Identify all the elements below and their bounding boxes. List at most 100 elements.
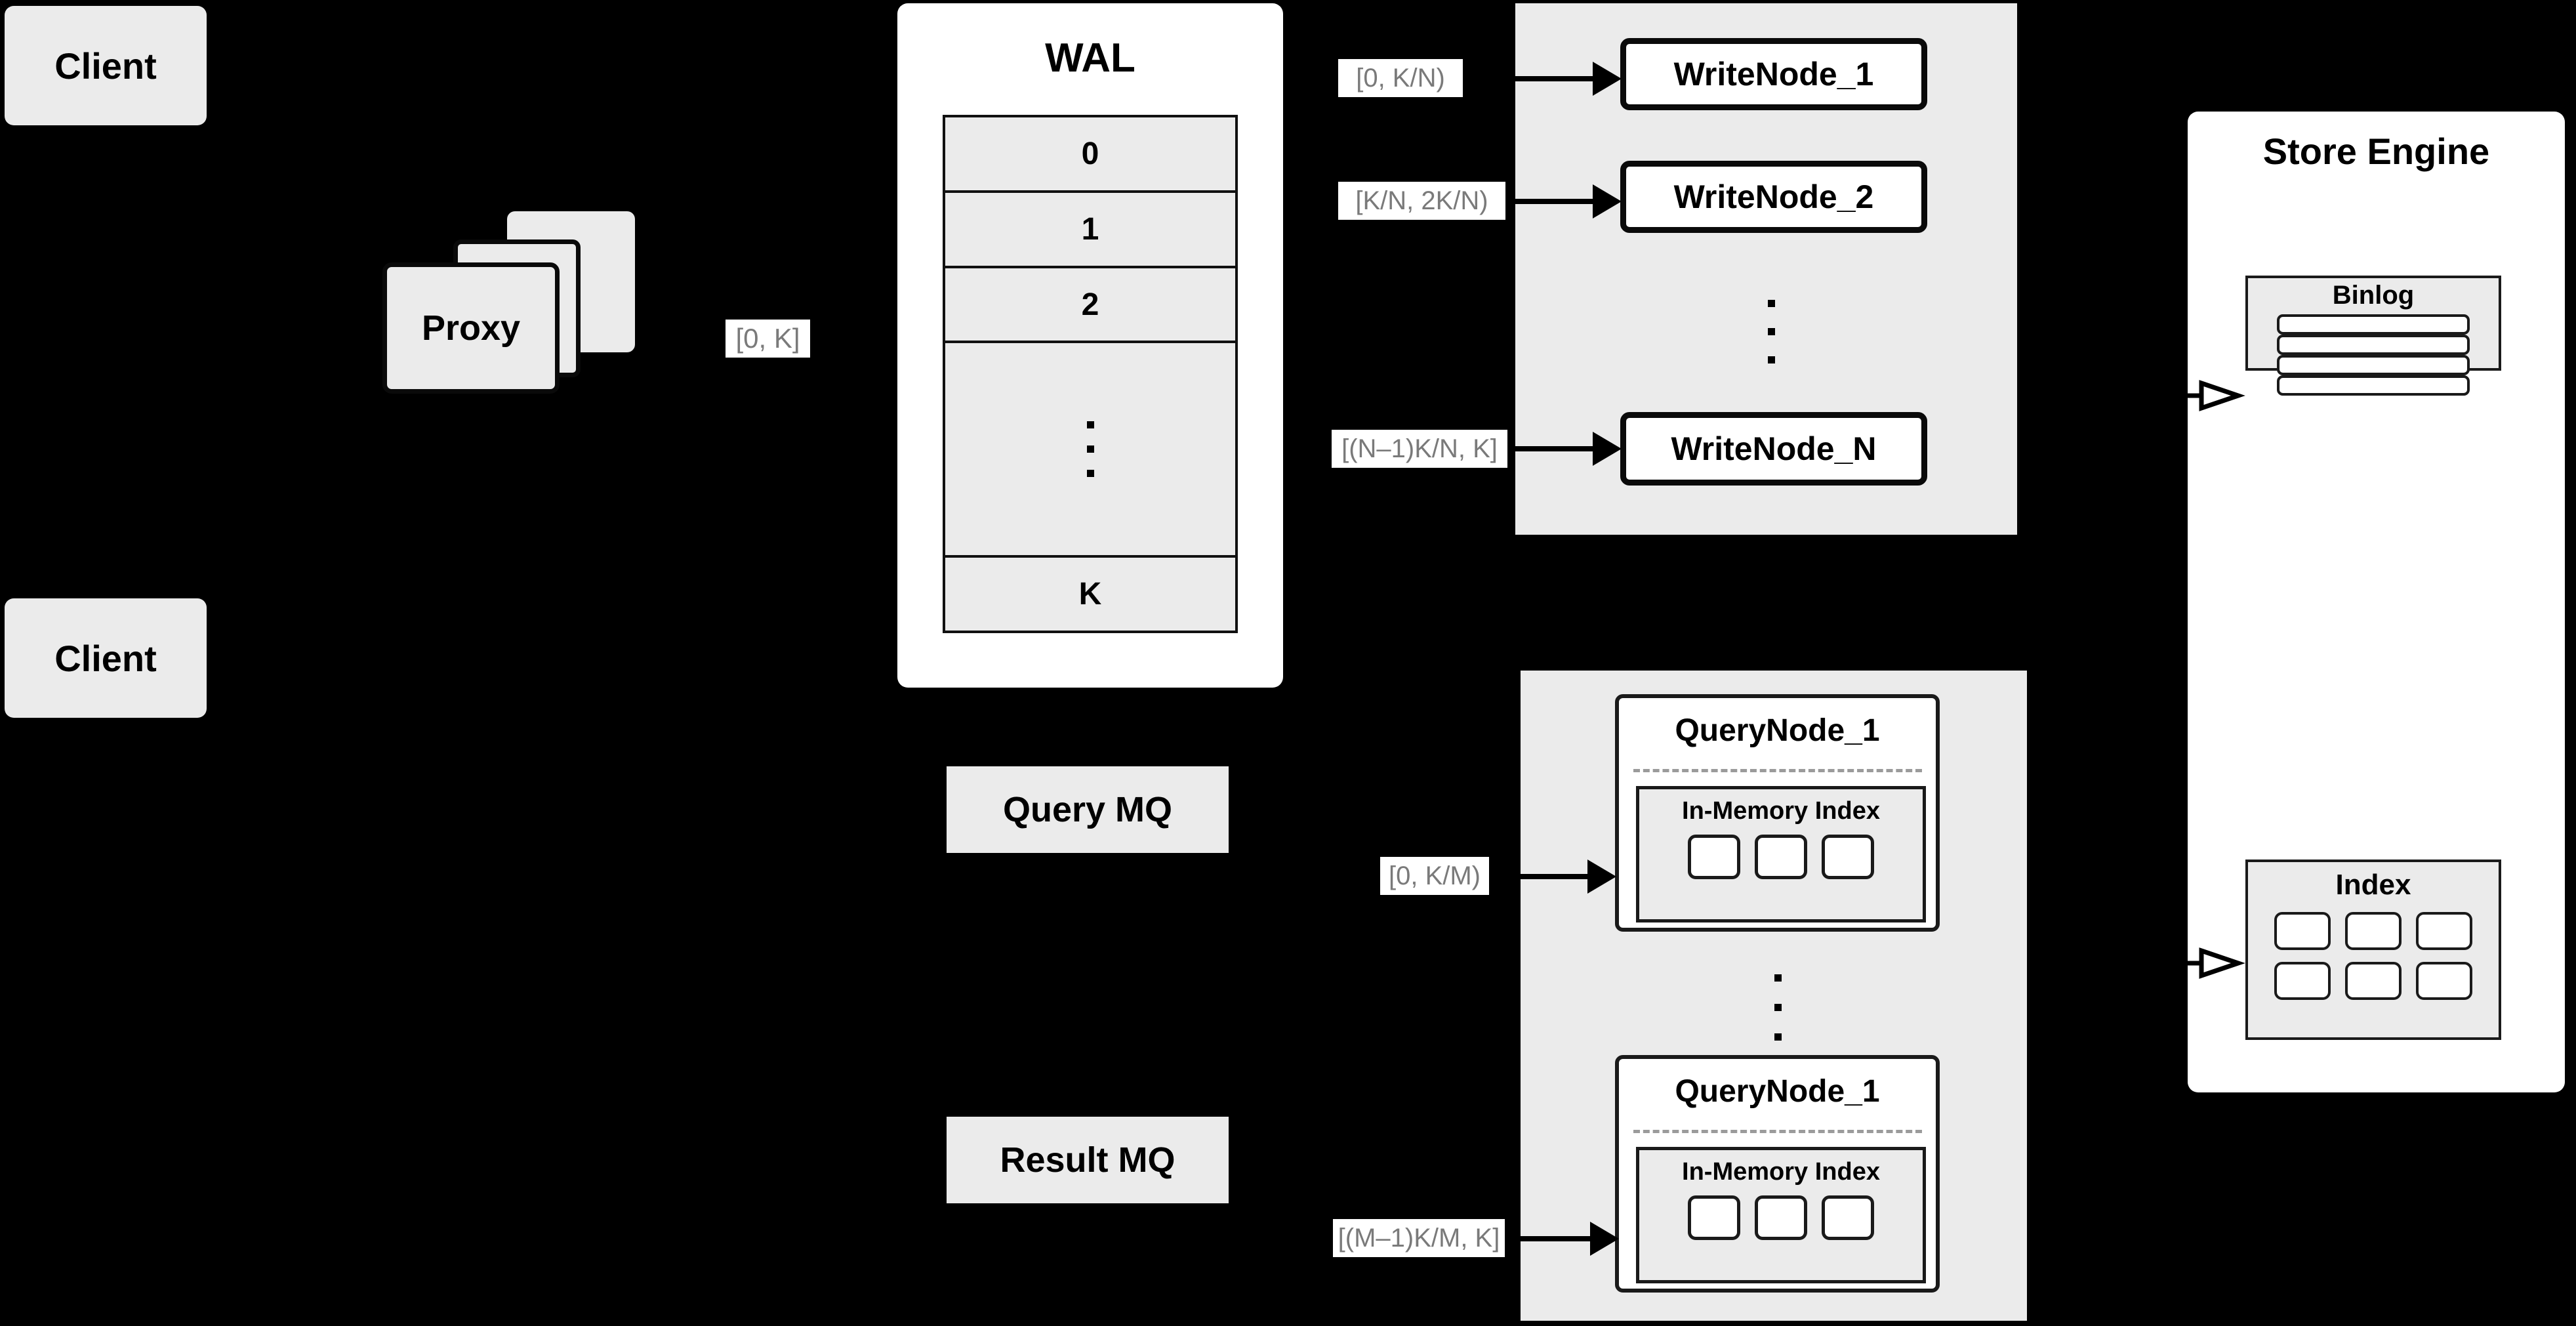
result-mq-box[interactable]: Result MQ [947, 1117, 1229, 1203]
result-mq-label: Result MQ [1000, 1140, 1176, 1180]
query-node-2-range-text: [(M–1)K/M, K] [1338, 1223, 1500, 1253]
wal-row[interactable]: 1 [945, 192, 1235, 268]
arrow-shaft [1502, 874, 1587, 879]
arrow-to-write-node-1 [1502, 62, 1622, 96]
write-node-1-label: WriteNode_1 [1673, 56, 1874, 93]
write-node-n-range-label: [(N–1)K/N, K] [1332, 430, 1507, 468]
write-node-1-range-label: [0, K/N) [1338, 59, 1463, 97]
query-node-1-index-title: In-Memory Index [1682, 797, 1880, 825]
write-node-n-range-text: [(N–1)K/N, K] [1341, 434, 1498, 463]
proxy-range-text: [0, K] [735, 323, 800, 354]
arrow-shaft [1507, 446, 1593, 451]
write-node-1[interactable]: WriteNode_1 [1620, 38, 1927, 110]
index-segment[interactable] [1755, 1195, 1807, 1240]
write-node-1-range-text: [0, K/N) [1356, 63, 1445, 93]
write-node-n-label: WriteNode_N [1671, 430, 1877, 467]
query-node-2[interactable]: QueryNode_1 In-Memory Index [1615, 1055, 1940, 1293]
index-segment[interactable] [1688, 835, 1740, 879]
index-segment[interactable] [1822, 1195, 1874, 1240]
proxy-stack[interactable]: Proxy [382, 211, 635, 434]
arrow-to-binlog [2165, 377, 2247, 414]
arrow-head [1593, 432, 1622, 466]
query-node-1[interactable]: QueryNode_1 In-Memory Index [1615, 694, 1940, 932]
wal-row[interactable]: K [945, 558, 1235, 631]
arrow-to-query-node-1 [1502, 860, 1620, 894]
ellipsis-dot [1774, 974, 1782, 982]
client-label-2: Client [54, 637, 157, 679]
wal-panel: WAL 0 1 2 K [897, 3, 1283, 688]
query-mq-box[interactable]: Query MQ [947, 766, 1229, 853]
client-box-2[interactable]: Client [5, 598, 207, 718]
ellipsis-dot [1774, 1004, 1782, 1011]
arrow-to-binlog-icon [2165, 380, 2245, 411]
arrow-to-store-index-icon [2165, 947, 2245, 979]
arrow-to-query-node-2 [1506, 1222, 1624, 1256]
arrow-shaft [1506, 1236, 1590, 1241]
binlog-box: Binlog [2245, 276, 2501, 396]
wal-row-label: K [1078, 577, 1102, 612]
query-node-1-divider [1633, 769, 1922, 772]
ellipsis-dot [1086, 470, 1094, 478]
arrow-to-write-node-2 [1505, 184, 1624, 218]
client-label-1: Client [54, 45, 157, 87]
query-node-2-divider [1633, 1130, 1922, 1133]
arrow-to-write-node-n [1507, 432, 1625, 466]
arrow-to-store-index [2165, 945, 2247, 982]
query-node-1-label: QueryNode_1 [1675, 713, 1880, 748]
index-cell[interactable] [2274, 912, 2331, 950]
write-node-2-range-text: [K/N, 2K/N) [1355, 186, 1488, 215]
proxy-label: Proxy [421, 308, 521, 348]
query-cluster-ellipsis [1765, 950, 1791, 1065]
arrow-head [1587, 860, 1616, 894]
arrow-head [1593, 62, 1622, 96]
write-node-2[interactable]: WriteNode_2 [1620, 161, 1927, 233]
query-node-2-memory-index: In-Memory Index [1636, 1147, 1926, 1283]
index-cell[interactable] [2345, 962, 2402, 1000]
write-node-2-label: WriteNode_2 [1673, 178, 1874, 215]
store-index-box: Index [2245, 860, 2501, 1040]
index-cell[interactable] [2416, 962, 2472, 1000]
query-node-2-range-label: [(M–1)K/M, K] [1333, 1219, 1505, 1257]
proxy-card-front[interactable]: Proxy [382, 262, 560, 394]
ellipsis-dot [1086, 445, 1094, 453]
query-node-1-range-text: [0, K/M) [1388, 861, 1481, 890]
index-segment[interactable] [1822, 835, 1874, 879]
query-node-2-label: QueryNode_1 [1675, 1074, 1880, 1109]
query-node-1-memory-index: In-Memory Index [1636, 786, 1926, 922]
index-cell[interactable] [2416, 912, 2472, 950]
binlog-entry[interactable] [2277, 314, 2470, 335]
client-box-1[interactable]: Client [5, 6, 207, 125]
query-mq-label: Query MQ [1002, 790, 1173, 829]
index-segment[interactable] [1688, 1195, 1740, 1240]
ellipsis-dot [1086, 421, 1094, 429]
arrow-shaft [1502, 76, 1593, 81]
wal-row-label: 1 [1081, 211, 1099, 247]
store-engine-title: Store Engine [2262, 131, 2490, 172]
binlog-entry[interactable] [2277, 355, 2470, 375]
binlog-entry[interactable] [2277, 335, 2470, 355]
query-node-2-index-title: In-Memory Index [1682, 1158, 1880, 1186]
arrow-head [1590, 1222, 1619, 1256]
wal-row-ellipsis [945, 343, 1235, 558]
write-node-n[interactable]: WriteNode_N [1620, 412, 1927, 486]
index-segment[interactable] [1755, 835, 1807, 879]
arrow-head [1593, 184, 1622, 218]
write-cluster-ellipsis [1758, 276, 1784, 387]
binlog-title: Binlog [2332, 281, 2415, 310]
store-index-title: Index [2335, 869, 2411, 901]
ellipsis-dot [1767, 299, 1775, 307]
ellipsis-dot [1774, 1033, 1782, 1041]
index-cell[interactable] [2274, 962, 2331, 1000]
store-engine-panel: Store Engine Binlog Index [2188, 112, 2565, 1092]
wal-row[interactable]: 0 [945, 117, 1235, 193]
wal-row-label: 0 [1081, 136, 1099, 171]
index-cell[interactable] [2345, 912, 2402, 950]
wal-row-list: 0 1 2 K [943, 115, 1238, 633]
wal-row[interactable]: 2 [945, 268, 1235, 344]
wal-title: WAL [1045, 35, 1135, 81]
binlog-entry[interactable] [2277, 375, 2470, 396]
proxy-output-range-label: [0, K] [726, 320, 810, 358]
ellipsis-dot [1767, 356, 1775, 363]
write-node-2-range-label: [K/N, 2K/N) [1338, 182, 1505, 220]
